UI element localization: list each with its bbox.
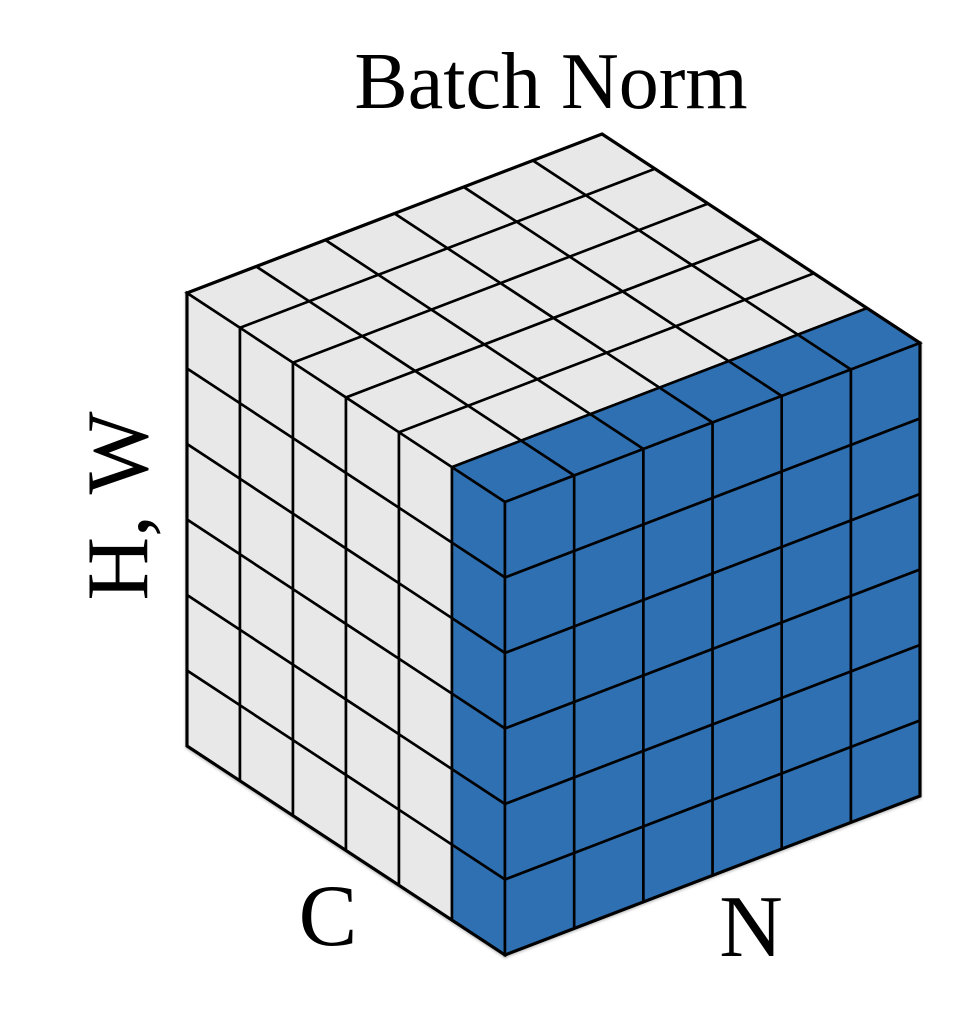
axis-label-hw: H, W bbox=[70, 411, 167, 601]
axis-label-c: C bbox=[298, 868, 358, 965]
axis-label-n: N bbox=[719, 879, 783, 976]
figure-title: Batch Norm bbox=[354, 38, 748, 126]
cube-outline bbox=[185, 132, 922, 957]
cube-group bbox=[184, 132, 923, 958]
